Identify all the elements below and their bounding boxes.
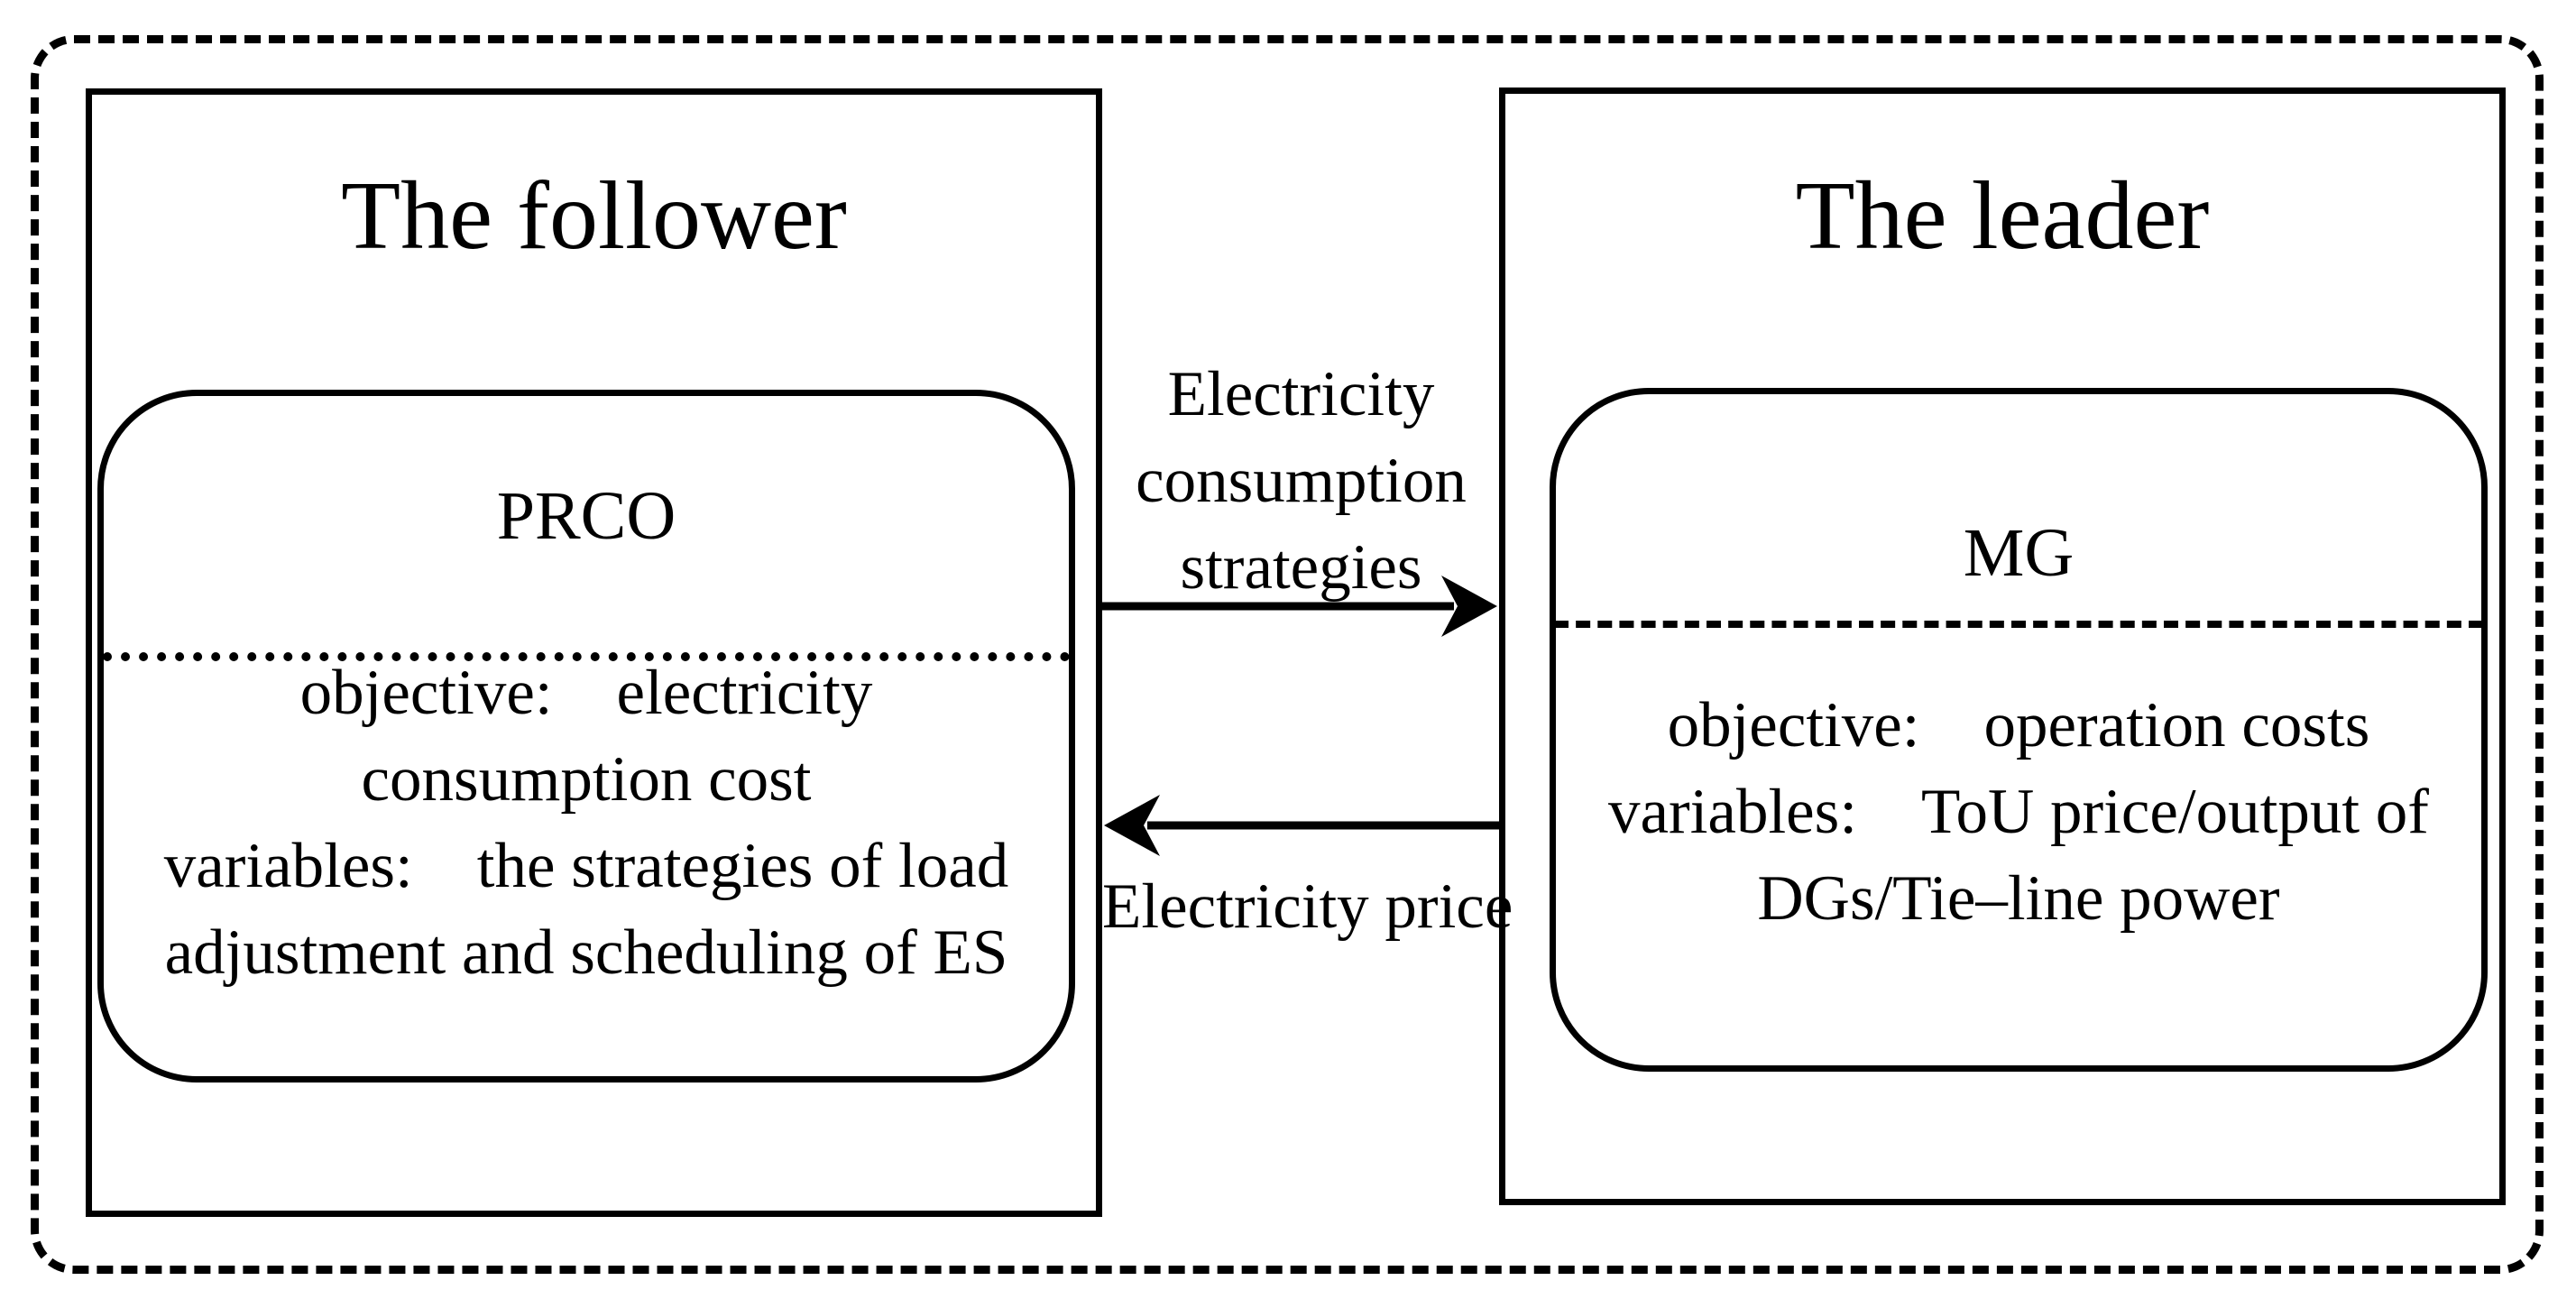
mg-details: objective: operation costs variables: To… [1550,682,2488,942]
prco-name: PRCO [496,478,676,554]
electricity-price-label: Electricity price [1102,871,1513,942]
leader-title: The leader [1795,162,2210,270]
mg-name: MG [1963,515,2075,591]
prco-divider [103,652,1070,661]
mg-box [1550,388,2488,1072]
prco-box [97,390,1075,1082]
consumption-strategies-label-line: strategies [1180,532,1422,603]
mg-detail-line: variables: ToU price/output of [1608,777,2429,847]
prco-details: objective: electricity consumption cost … [97,650,1075,996]
follower-title: The follower [341,162,847,270]
consumption-strategies-label-line: consumption [1136,446,1467,516]
outer-dashed-frame [31,35,2544,1274]
mg-divider [1554,621,2483,628]
consumption-strategies-label-line: Electricity [1167,359,1435,429]
prco-detail-line: variables: the strategies of load [163,831,1009,901]
mg-detail-line: objective: operation costs [1667,690,2370,760]
prco-detail-line: objective: electricity [299,658,873,728]
consumption-strategies-label: Electricity consumption strategies [1102,351,1500,611]
prco-detail-line: consumption cost [361,744,812,815]
prco-detail-line: adjustment and scheduling of ES [164,917,1008,988]
mg-detail-line: DGs/Tie–line power [1757,863,2280,934]
